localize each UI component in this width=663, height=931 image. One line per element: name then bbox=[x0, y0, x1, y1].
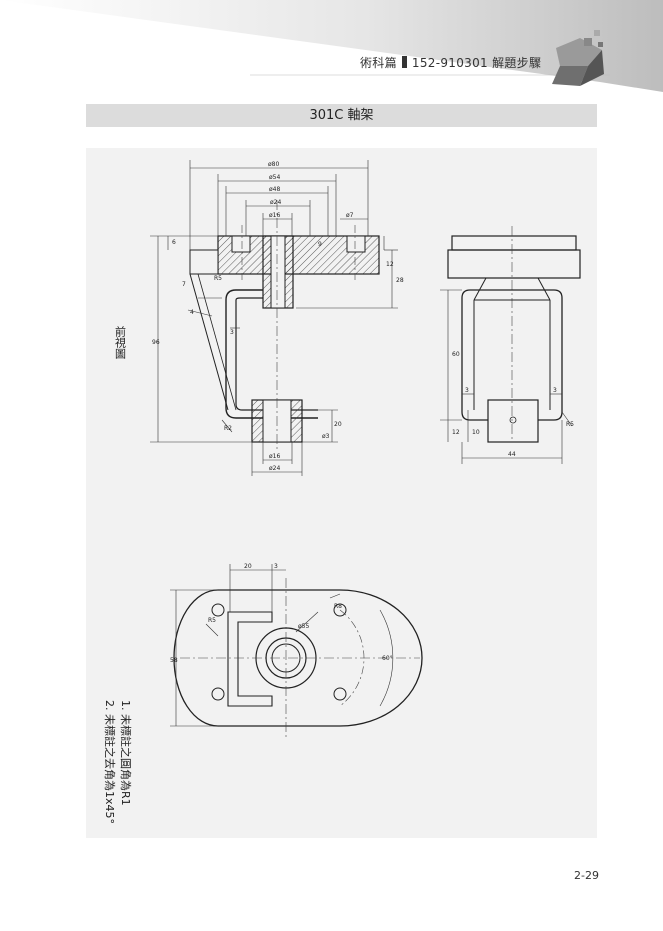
dim-r5-side: R5 bbox=[566, 421, 574, 428]
dim-w44: 44 bbox=[508, 451, 516, 458]
dim-h60: 60 bbox=[452, 351, 460, 358]
note-2: 2. 未標註之去角為1x45° bbox=[103, 700, 117, 824]
front-flange-hole-left bbox=[231, 235, 251, 253]
technical-drawing: ø80 ø54 ø48 ø24 ø16 ø7 6 9 12 28 7 R5 4 … bbox=[103, 160, 581, 824]
drawing-title: 301C 軸架 bbox=[309, 108, 374, 123]
dim-r5: R5 bbox=[214, 275, 222, 282]
dim-w4: 4 bbox=[190, 309, 194, 316]
notes-block: 1. 未標註之圓角為R1 2. 未標註之去角為1x45° bbox=[103, 700, 133, 824]
dim-h9: 9 bbox=[318, 241, 322, 248]
dim-h58: 58 bbox=[170, 657, 178, 664]
drawing-area: ø80 ø54 ø48 ø24 ø16 ø7 6 9 12 28 7 R5 4 … bbox=[86, 148, 597, 838]
dim-w20-top: 20 bbox=[244, 563, 252, 570]
page-header: 術科篇 152-910301 解題步驟 bbox=[0, 0, 663, 95]
dim-d16-top: ø16 bbox=[269, 212, 280, 219]
note-1: 1. 未標註之圓角為R1 bbox=[119, 700, 133, 806]
side-view: 60 3 3 12 10 44 R5 bbox=[440, 226, 581, 464]
front-flange-hole-right bbox=[346, 235, 366, 253]
header-graphic bbox=[0, 0, 663, 92]
dim-h20: 20 bbox=[334, 421, 342, 428]
page-number: 2-29 bbox=[574, 869, 599, 882]
dim-d80: ø80 bbox=[268, 161, 279, 168]
dim-w3-side-right: 3 bbox=[553, 387, 557, 394]
side-lower-block bbox=[487, 399, 539, 443]
cube-logo-icon bbox=[552, 30, 604, 86]
front-upper-bore bbox=[270, 235, 286, 309]
dim-r5-top: R5 bbox=[208, 617, 216, 624]
header-divider bbox=[401, 56, 407, 68]
dim-d54: ø54 bbox=[269, 174, 280, 181]
dim-d16-bottom: ø16 bbox=[269, 453, 280, 460]
dim-h6: 6 bbox=[172, 239, 176, 246]
header-label: 術科篇 152-910301 解題步驟 bbox=[360, 54, 541, 71]
dim-a60: 60° bbox=[382, 655, 393, 662]
dim-w3-side-left: 3 bbox=[465, 387, 469, 394]
dim-w3-front: 3 bbox=[230, 329, 234, 336]
dim-d3: ø3 bbox=[322, 433, 330, 440]
front-view: ø80 ø54 ø48 ø24 ø16 ø7 6 9 12 28 7 R5 4 … bbox=[114, 160, 404, 476]
dim-d48: ø48 bbox=[269, 186, 280, 193]
dim-h12-side: 12 bbox=[452, 429, 460, 436]
dim-h96: 96 bbox=[152, 339, 160, 346]
side-top-block bbox=[447, 249, 581, 279]
dim-d7: ø7 bbox=[346, 212, 354, 219]
dim-r2: R2 bbox=[224, 425, 232, 432]
dim-w3-top: 3 bbox=[274, 563, 278, 570]
dim-h12-top: 12 bbox=[386, 261, 394, 268]
dim-h7: 7 bbox=[182, 281, 186, 288]
header-section: 術科篇 bbox=[360, 56, 397, 70]
drawing-title-bar: 301C 軸架 bbox=[86, 104, 597, 127]
dim-d55: ø55 bbox=[298, 623, 309, 630]
front-view-label: 前視圖 bbox=[114, 325, 127, 360]
dim-d24-bottom: ø24 bbox=[269, 465, 280, 472]
top-outline bbox=[173, 589, 423, 727]
header-code: 152-910301 解題步驟 bbox=[411, 56, 542, 70]
dim-d24-top: ø24 bbox=[270, 199, 281, 206]
top-view: 20 3 R8 ø55 R5 58 60° bbox=[170, 563, 423, 738]
dim-h28: 28 bbox=[396, 277, 404, 284]
dim-h10-side: 10 bbox=[472, 429, 480, 436]
dim-r8: R8 bbox=[334, 603, 342, 610]
